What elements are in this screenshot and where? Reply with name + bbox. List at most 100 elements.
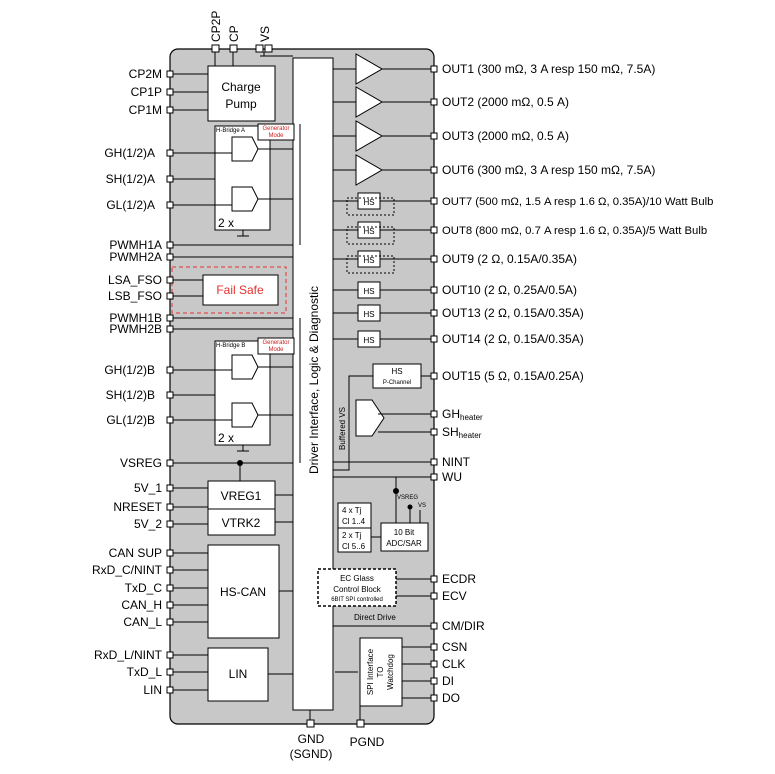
generator-mode-a-2: Mode <box>268 133 284 139</box>
pin-out10: OUT10 (2 Ω, 0.25A/0.5A) <box>442 283 577 297</box>
pin-label-vs: VS <box>258 26 272 42</box>
output-drivers <box>355 53 422 389</box>
pin-sgnd: (SGND) <box>290 747 333 761</box>
pin-sha: SH(1/2)A <box>106 172 155 186</box>
pin-do: DO <box>442 691 460 705</box>
hbridge-b-block: H-Bridge B Generator Mode 2 x <box>214 337 295 446</box>
pin-pwmh1b: PWMH1B <box>109 311 162 325</box>
pin-gnd: GND <box>298 732 325 746</box>
hs-label-out10: HS <box>363 287 374 296</box>
pin-cp2m: CP2M <box>129 67 162 81</box>
failsafe-label: Fail Safe <box>216 283 264 297</box>
pin-ecdr: ECDR <box>442 572 476 586</box>
spi-line-3: Watchdog <box>386 654 395 690</box>
pin-cp1p: CP1P <box>131 85 162 99</box>
pin-out15: OUT15 (5 Ω, 0.15A/0.25A) <box>442 369 584 383</box>
pin-out6: OUT6 (300 mΩ, 3 A resp 150 mΩ, 7.5A) <box>442 163 655 177</box>
adc-line-1: 10 Bit <box>394 528 415 537</box>
tj-a-line-2: Cl 1..4 <box>342 517 366 526</box>
vtrk2-label: VTRK2 <box>222 516 261 530</box>
buffered-vs-label: Buffered VS <box>338 407 347 450</box>
hbridge-b-2x: 2 x <box>218 431 234 445</box>
pin-sh-sub: heater <box>459 431 482 440</box>
pin-5v-1: 5V_1 <box>134 481 162 495</box>
vreg1-label: VREG1 <box>221 489 262 503</box>
ec-glass-block <box>317 568 397 607</box>
charge-pump-label-2: Pump <box>225 97 257 111</box>
hs-can-label: HS-CAN <box>220 585 266 599</box>
pin-txd-c: TxD_C <box>125 581 163 595</box>
generator-mode-b-1: Generator <box>262 340 289 346</box>
adc-vs-label: VS <box>418 503 426 509</box>
generator-mode-a-1: Generator <box>262 126 289 132</box>
tj-b-line-2: Cl 5..6 <box>342 542 366 551</box>
adc-vsreg-label: VSREG <box>397 495 418 501</box>
pin-ecv: ECV <box>442 589 467 603</box>
pin-can-l: CAN_L <box>123 615 162 629</box>
pin-out9: OUT9 (2 Ω, 0.15A/0.35A) <box>442 252 577 266</box>
pin-label-cp: CP <box>227 25 241 42</box>
charge-pump-label-1: Charge <box>221 80 261 94</box>
hs-label-out8: HS <box>363 227 374 236</box>
pin-out7: OUT7 (500 mΩ, 1.5 A resp 1.6 Ω, 0.35A)/1… <box>442 196 713 208</box>
pin-wu: WU <box>442 470 462 484</box>
pin-cm-dir: CM/DIR <box>442 619 485 633</box>
connection-lines <box>173 68 432 720</box>
pin-cp1m: CP1M <box>129 103 162 117</box>
left-pin-squares <box>166 70 174 694</box>
vtrk2-block <box>207 508 276 536</box>
pin-rxd-l: RxD_L/NINT <box>94 648 163 662</box>
failsafe-outline <box>171 266 287 314</box>
charge-pump-block <box>207 65 276 122</box>
pin-csn: CSN <box>442 640 467 654</box>
hs-label-out13: HS <box>363 310 374 319</box>
tj-a-block <box>337 502 372 529</box>
tj-a-line-1: 4 x Tj <box>342 506 362 515</box>
ec-glass-line-1: EC Glass <box>340 574 374 583</box>
pin-glb: GL(1/2)B <box>106 413 155 427</box>
pin-pgnd: PGND <box>350 735 385 749</box>
direct-drive-label: Direct Drive <box>354 613 396 622</box>
pin-gha: GH(1/2)A <box>104 146 155 160</box>
pin-lin: LIN <box>143 683 162 697</box>
generator-mode-b-2: Mode <box>268 347 284 353</box>
pin-gla: GL(1/2)A <box>106 198 155 212</box>
adc-line-2: ADC/SAR <box>386 539 422 548</box>
pin-shb: SH(1/2)B <box>106 388 155 402</box>
pin-pwmh1a: PWMH1A <box>109 238 162 252</box>
hbridge-a-2x: 2 x <box>218 216 234 230</box>
lin-block <box>207 647 269 702</box>
pin-di: DI <box>442 674 454 688</box>
pin-rxd-c: RxD_C/NINT <box>92 563 163 577</box>
hs-pchannel-label-1: HS <box>391 367 402 376</box>
failsafe-block <box>202 274 279 306</box>
pin-lsb-fso: LSB_FSO <box>108 289 162 303</box>
pin-lsa-fso: LSA_FSO <box>108 273 162 287</box>
hs-can-block <box>207 544 280 639</box>
pin-ghb: GH(1/2)B <box>104 363 155 377</box>
ec-glass-line-3: 6BIT SPI controlled <box>331 597 383 603</box>
vreg1-block <box>207 480 276 510</box>
pin-vsreg: VSREG <box>120 456 162 470</box>
pin-sh-main: SH <box>442 425 459 439</box>
pin-can-h: CAN_H <box>121 598 162 612</box>
lin-label: LIN <box>229 667 248 681</box>
hs-label-out14: HS <box>363 336 374 345</box>
junction-dot <box>237 460 243 466</box>
pin-pwmh2b: PWMH2B <box>109 322 162 336</box>
hs-label-out9: HS <box>363 256 374 265</box>
pin-pwmh2a: PWMH2A <box>109 250 162 264</box>
pin-clk: CLK <box>442 657 465 671</box>
pin-gh-sub: heater <box>460 413 483 422</box>
right-pin-labels: OUT1 (300 mΩ, 3 A resp 150 mΩ, 7.5A) OUT… <box>442 62 713 705</box>
pin-out3: OUT3 (2000 mΩ, 0.5 A) <box>442 129 569 143</box>
pin-out14: OUT14 (2 Ω, 0.15A/0.35A) <box>442 332 584 346</box>
hbridge-b-label: H-Bridge B <box>216 343 245 349</box>
left-pin-labels: CP2M CP1P CP1M GH(1/2)A SH(1/2)A GL(1/2)… <box>92 67 163 697</box>
top-pins <box>211 44 293 66</box>
heater-driver <box>355 399 385 437</box>
pin-nint: NINT <box>442 455 471 469</box>
hs-pchannel-label-2: P-Channel <box>383 380 411 386</box>
driver-interface-label: Driver Interface, Logic & Diagnostic <box>307 286 321 474</box>
